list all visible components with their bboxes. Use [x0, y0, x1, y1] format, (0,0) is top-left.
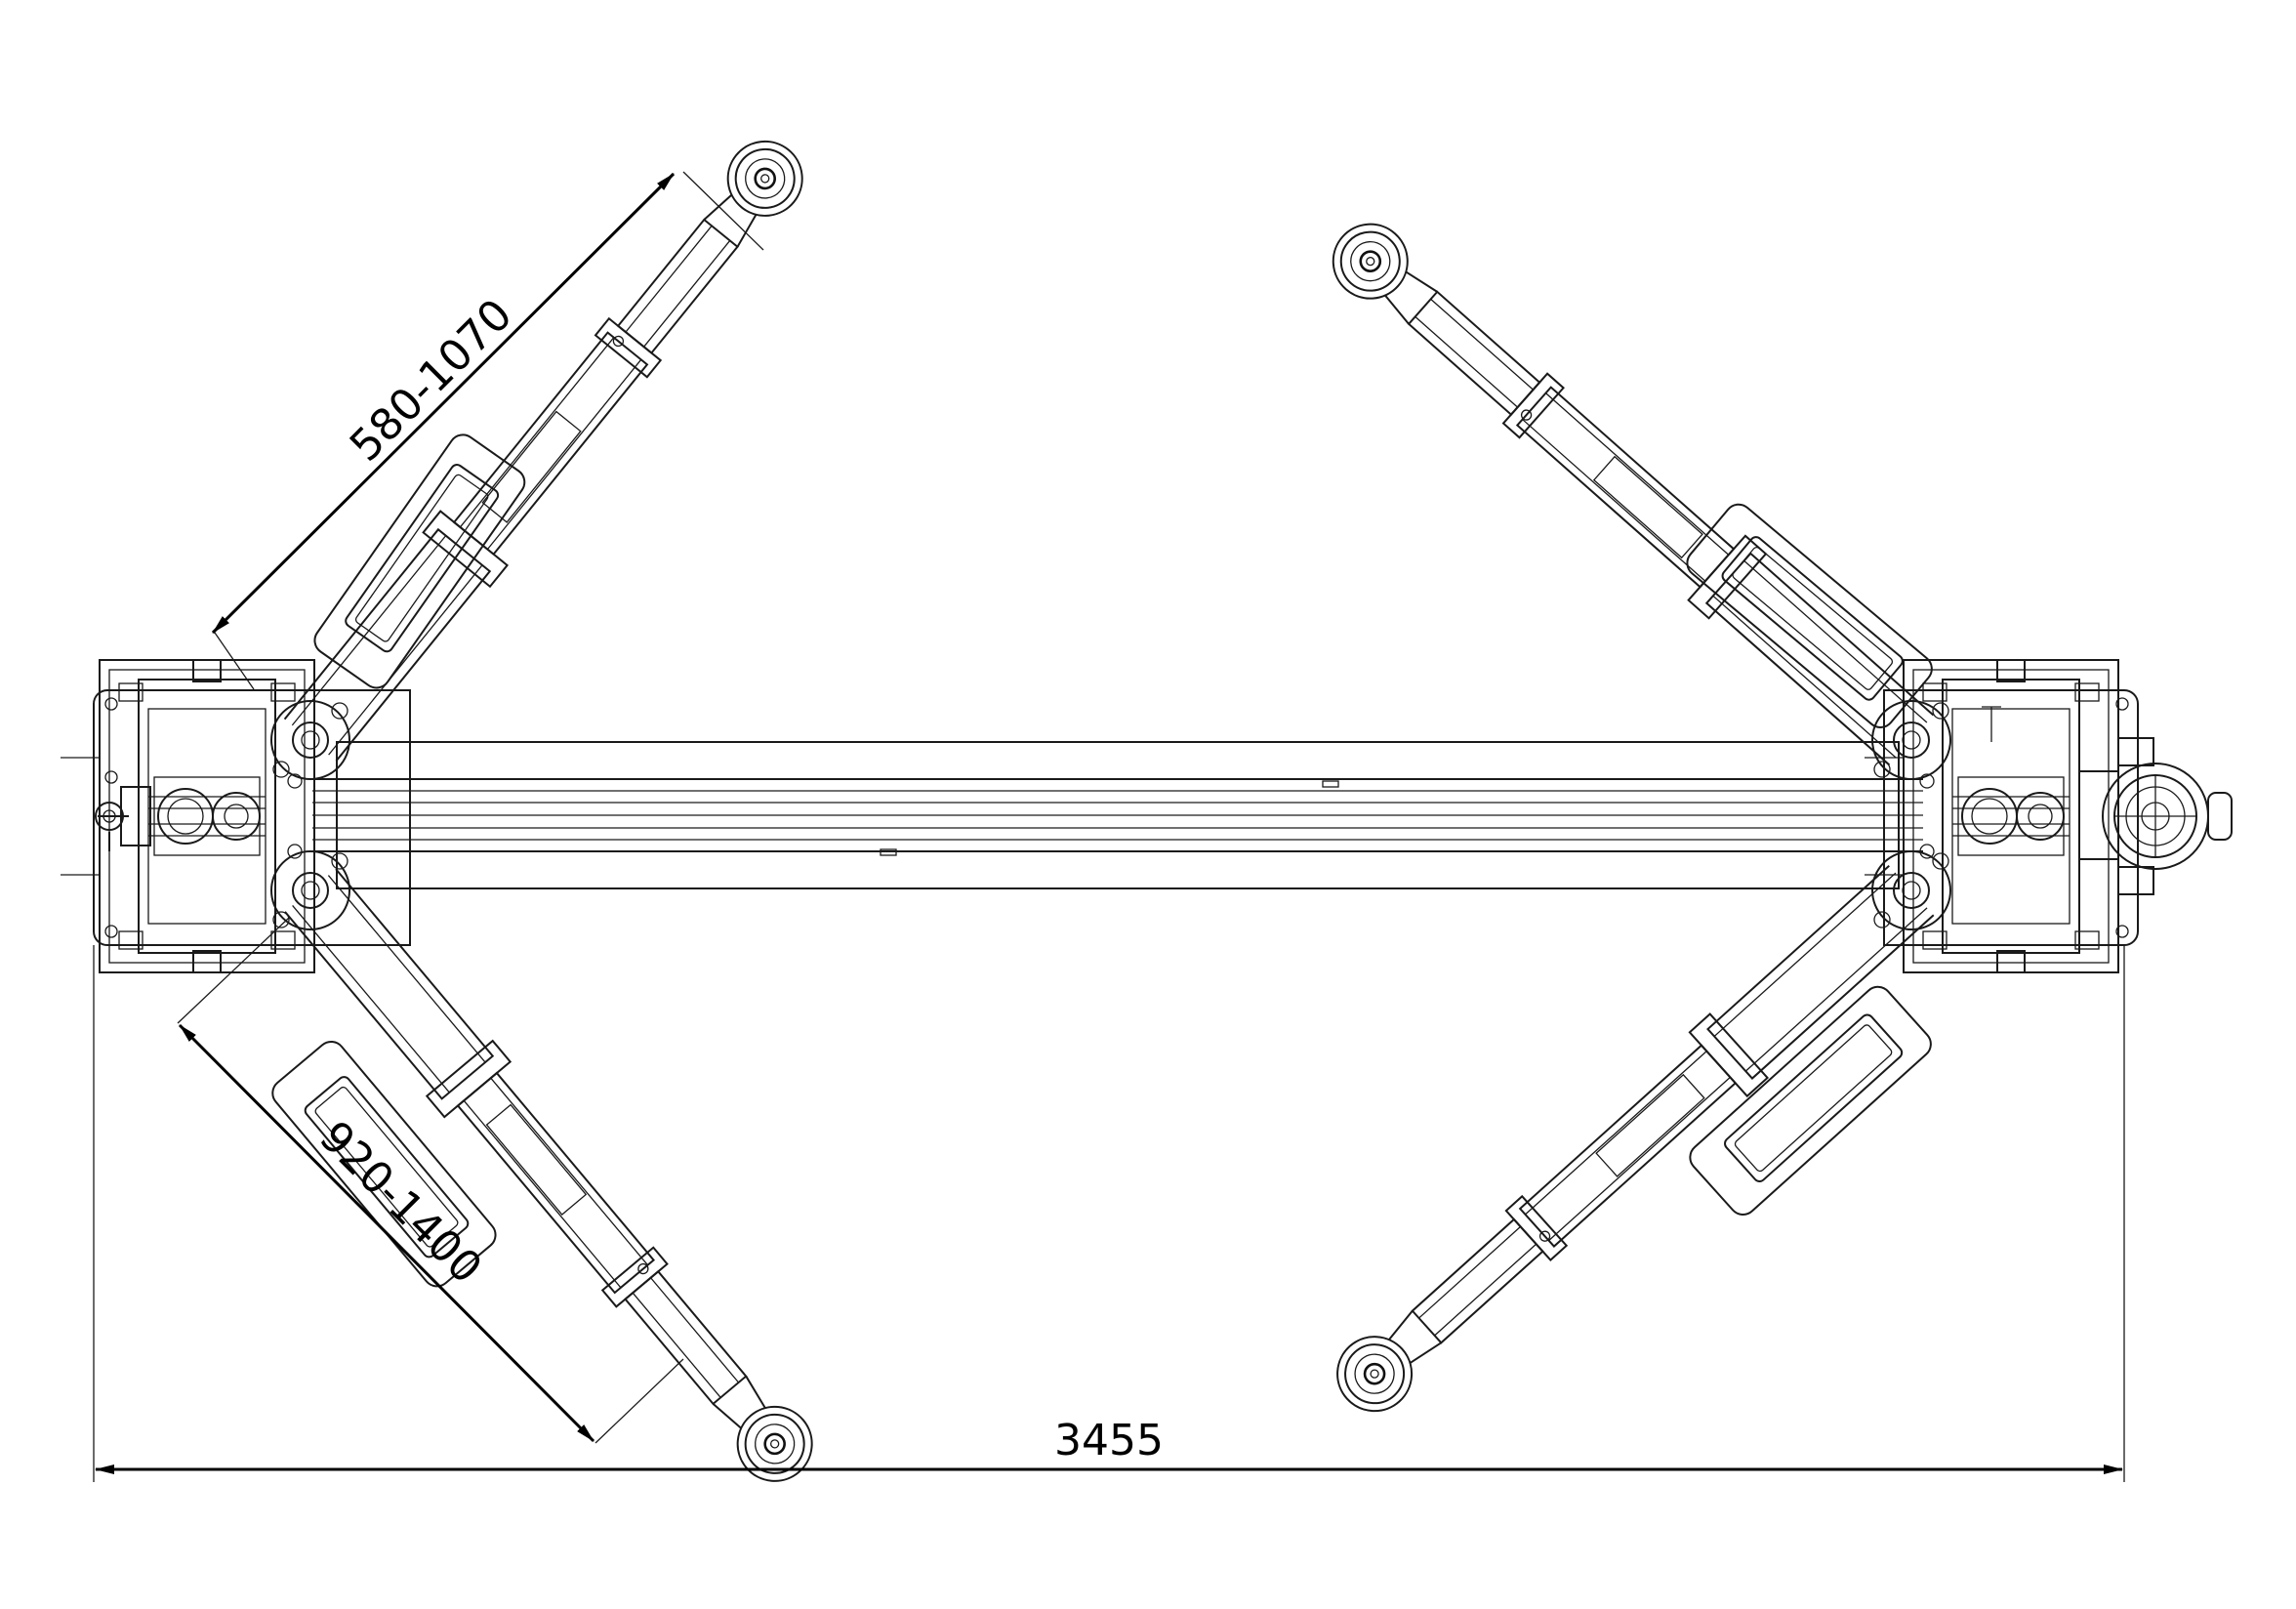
upper-arm-reach-label: 580-1070 [341, 290, 522, 472]
right-column [1864, 659, 2233, 973]
power-unit [1982, 706, 2233, 895]
lower-arm-reach-label: 920-1400 [309, 1112, 491, 1294]
pivot-hubs [270, 700, 1951, 930]
lower-right-arm [1317, 857, 1942, 1432]
overall-width-label: 3455 [1054, 1416, 1164, 1465]
upper-right-arm [1312, 203, 1942, 774]
cross-beam [312, 741, 1923, 889]
overall-width-dimension: 3455 [93, 945, 2125, 1482]
left-column [60, 659, 315, 973]
right-base-plate [1883, 689, 2139, 946]
